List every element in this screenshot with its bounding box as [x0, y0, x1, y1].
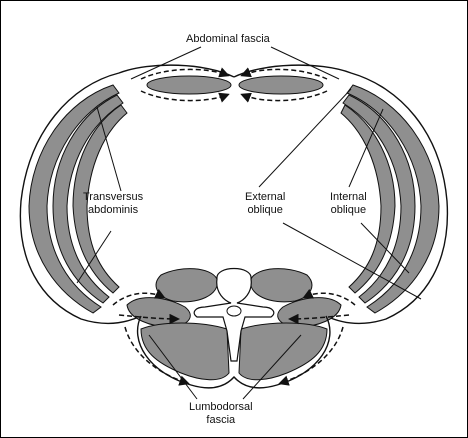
right-transversus-abdominis: [340, 104, 396, 294]
leader-external-oblique-upper: [258, 88, 352, 188]
left-erector-spinae: [140, 322, 230, 381]
label-external-line2: oblique: [247, 204, 283, 216]
leader-abdominal-fascia-right: [270, 46, 340, 80]
label-abdominal-fascia: Abdominal fascia: [186, 33, 270, 46]
rectus-sheath-arrow-upper-right: [240, 67, 328, 80]
left-transversus-abdominis: [72, 104, 128, 294]
label-lumbodorsal-line2: fascia: [206, 414, 236, 426]
rectus-sheath-arrow-upper-left: [140, 67, 230, 80]
label-transversus-line2: abdominis: [87, 204, 139, 216]
left-psoas-muscle: [155, 268, 218, 303]
left-external-oblique: [28, 84, 120, 314]
label-transversus-line1: Transversus: [83, 191, 144, 203]
spinal-canal: [226, 305, 242, 317]
label-internal-line1: Internal: [330, 191, 367, 203]
leader-internal-oblique-upper: [348, 108, 384, 188]
label-external-line1: External: [245, 191, 286, 203]
leader-internal-oblique-lower: [360, 222, 410, 274]
rectus-sheath-arrow-lower-left: [140, 90, 230, 103]
leader-external-oblique-lower: [282, 222, 422, 300]
right-rectus-abdominis: [238, 75, 324, 95]
label-abdominal-fascia-text: Abdominal fascia: [186, 33, 270, 45]
outer-fascia-outline-right: [233, 64, 449, 325]
label-transversus-abdominis: Transversus abdominis: [83, 191, 143, 217]
posterior-outline: [136, 315, 331, 389]
label-external-oblique: External oblique: [245, 191, 285, 217]
leader-lumbodorsal-left: [148, 334, 198, 400]
right-internal-oblique: [342, 94, 416, 304]
label-internal-oblique: Internal oblique: [330, 191, 367, 217]
left-internal-oblique: [52, 94, 124, 304]
lumbodorsal-fascia-arrow-right-back: [278, 326, 344, 386]
outer-fascia-outline: [19, 64, 235, 325]
lumbodorsal-fascia-arrow-right-upper: [302, 288, 356, 306]
left-rectus-abdominis: [146, 75, 232, 95]
right-psoas-muscle: [250, 268, 313, 303]
right-erector-spinae: [238, 322, 328, 381]
label-lumbodorsal-fascia: Lumbodorsal fascia: [189, 401, 253, 427]
leader-transversus-upper: [96, 106, 122, 192]
leader-transversus-lower: [76, 230, 112, 284]
right-external-oblique: [346, 84, 440, 314]
rectus-sheath-arrow-lower-right: [240, 90, 328, 103]
label-lumbodorsal-line1: Lumbodorsal: [189, 401, 253, 413]
label-internal-line2: oblique: [330, 204, 367, 216]
leader-abdominal-fascia-left: [130, 46, 202, 80]
lumbodorsal-fascia-arrow-left-upper: [112, 288, 166, 306]
leader-lumbodorsal-right: [242, 334, 302, 400]
